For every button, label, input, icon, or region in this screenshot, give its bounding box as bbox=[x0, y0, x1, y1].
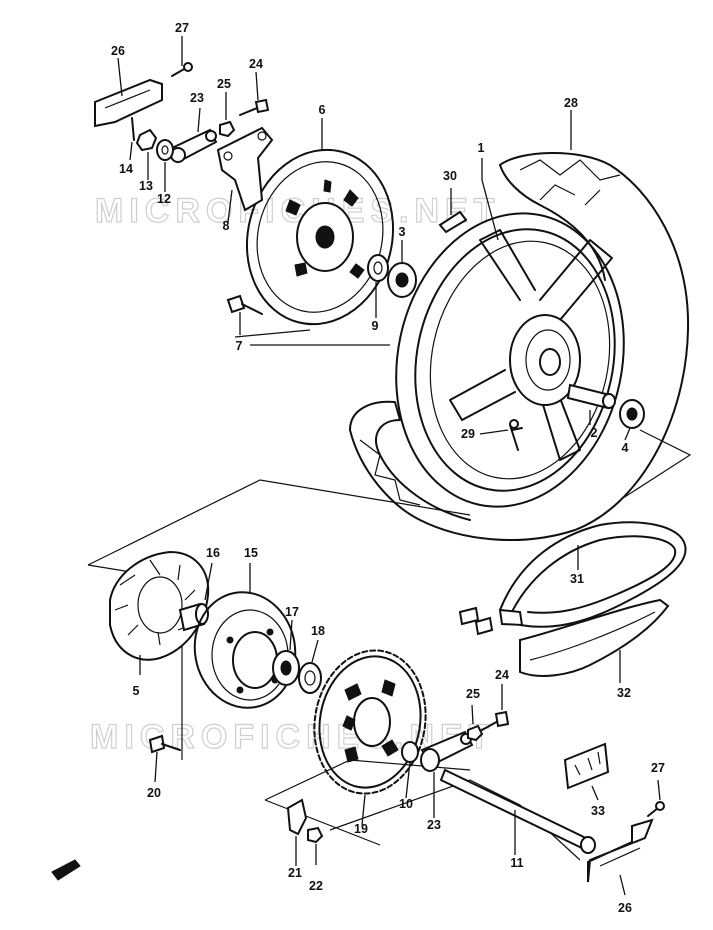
callout-32: 32 bbox=[617, 686, 631, 700]
callout-30: 30 bbox=[443, 169, 457, 183]
label-part-33[interactable] bbox=[563, 742, 610, 790]
screw-part-27-top[interactable] bbox=[171, 62, 193, 77]
callout-31: 31 bbox=[570, 572, 584, 586]
callout-27-bottom: 27 bbox=[651, 761, 665, 775]
callout-24-top: 24 bbox=[249, 57, 263, 71]
chain-adjuster-plate-part-26-top[interactable] bbox=[94, 78, 163, 128]
callout-9: 9 bbox=[372, 319, 379, 333]
chain-joint[interactable] bbox=[458, 606, 494, 636]
bolt-part-20[interactable] bbox=[148, 734, 181, 754]
callout-25-top: 25 bbox=[217, 77, 231, 91]
bearing-part-3[interactable] bbox=[387, 262, 417, 298]
callout-1: 1 bbox=[478, 141, 485, 155]
callout-26-bottom: 26 bbox=[618, 901, 632, 915]
balance-weight-part-30[interactable] bbox=[438, 210, 468, 234]
callout-4: 4 bbox=[622, 441, 629, 455]
bolt-part-24-top[interactable] bbox=[239, 98, 270, 116]
spacer-part-2[interactable] bbox=[566, 383, 616, 410]
bearing-part-4[interactable] bbox=[619, 399, 645, 429]
callout-16: 16 bbox=[206, 546, 220, 560]
callout-20: 20 bbox=[147, 786, 161, 800]
rear-sprocket-part-19[interactable] bbox=[303, 642, 436, 803]
brake-disc-part-6[interactable] bbox=[229, 134, 411, 340]
callout-15: 15 bbox=[244, 546, 258, 560]
wheel-rim-part-1[interactable] bbox=[370, 192, 651, 528]
nut-part-22[interactable] bbox=[307, 826, 324, 844]
callout-29: 29 bbox=[461, 427, 475, 441]
callout-2: 2 bbox=[591, 426, 598, 440]
callout-22: 22 bbox=[309, 879, 323, 893]
nut-part-25-top[interactable] bbox=[219, 120, 236, 138]
valve-part-29[interactable] bbox=[509, 419, 523, 451]
callout-12: 12 bbox=[157, 192, 171, 206]
nut-part-13[interactable] bbox=[135, 128, 158, 152]
bearing-part-17[interactable] bbox=[272, 650, 300, 686]
callout-25-bottom: 25 bbox=[466, 687, 480, 701]
nut-part-25-bottom[interactable] bbox=[467, 724, 484, 742]
callout-17: 17 bbox=[285, 605, 299, 619]
callout-10: 10 bbox=[399, 797, 413, 811]
callout-21: 21 bbox=[288, 866, 302, 880]
callout-33: 33 bbox=[591, 804, 605, 818]
screw-part-27-bottom[interactable] bbox=[647, 801, 665, 817]
spacer-part-10[interactable] bbox=[401, 741, 419, 763]
callout-13: 13 bbox=[139, 179, 153, 193]
spacer-part-16[interactable] bbox=[178, 602, 209, 632]
callout-7: 7 bbox=[236, 339, 243, 353]
chain-guard-part-32[interactable] bbox=[519, 598, 670, 677]
front-arrow-icon bbox=[51, 859, 81, 881]
lock-washer-part-21[interactable] bbox=[286, 798, 308, 836]
leader-lines bbox=[117, 36, 661, 896]
callout-23-bottom: 23 bbox=[427, 818, 441, 832]
callout-23-top: 23 bbox=[190, 91, 204, 105]
spacer-part-9[interactable] bbox=[367, 254, 389, 282]
callout-27-top: 27 bbox=[175, 21, 189, 35]
washer-part-12[interactable] bbox=[156, 139, 174, 161]
disc-bolt-part-7[interactable] bbox=[226, 294, 263, 315]
callout-26-top: 26 bbox=[111, 44, 125, 58]
callout-11: 11 bbox=[510, 856, 523, 870]
oil-seal-part-18[interactable] bbox=[298, 662, 322, 694]
callout-3: 3 bbox=[399, 225, 406, 239]
callout-5: 5 bbox=[133, 684, 140, 698]
drive-chain-part-31[interactable] bbox=[498, 521, 687, 628]
callout-6: 6 bbox=[319, 103, 326, 117]
callout-28: 28 bbox=[564, 96, 578, 110]
callout-8: 8 bbox=[223, 219, 230, 233]
callout-14: 14 bbox=[119, 162, 133, 176]
chain-adjuster-part-23-bottom[interactable] bbox=[420, 730, 474, 772]
callout-19: 19 bbox=[354, 822, 368, 836]
cotter-pin-part-14[interactable] bbox=[131, 117, 135, 141]
caliper-bracket-part-8[interactable] bbox=[216, 126, 274, 212]
bolt-part-24-bottom[interactable] bbox=[481, 710, 510, 731]
callout-24-bottom: 24 bbox=[495, 668, 509, 682]
torque-link-part-23-top[interactable] bbox=[170, 128, 218, 164]
callout-18: 18 bbox=[311, 624, 325, 638]
chain-adjuster-plate-part-26-bottom[interactable] bbox=[587, 818, 654, 883]
